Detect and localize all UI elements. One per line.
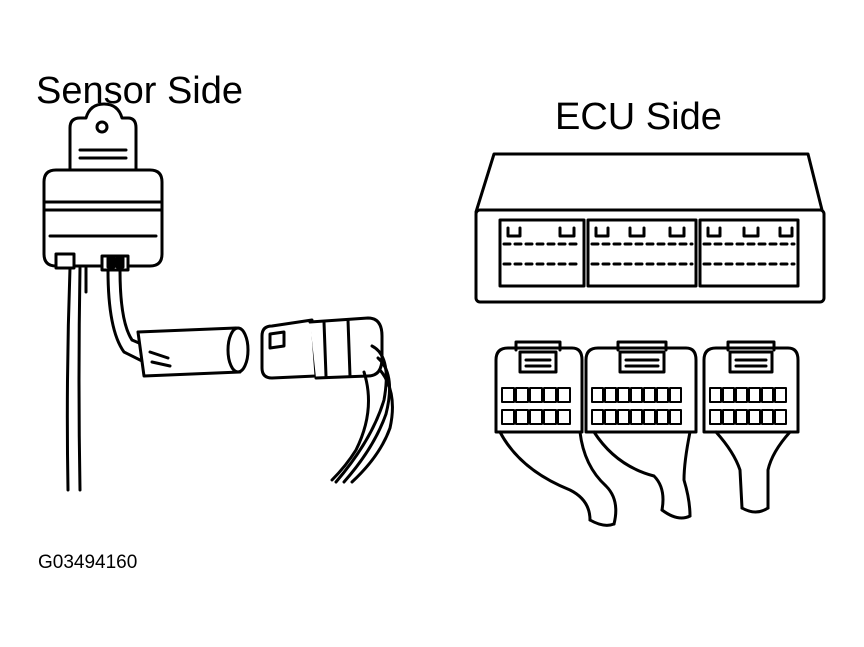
- sensor-plug: [136, 326, 250, 378]
- figure-code-label: G03494160: [38, 552, 138, 573]
- ecu-unit: [474, 152, 826, 304]
- ecu-harness-connector-2: [584, 340, 698, 520]
- ecu-harness-connector-1: [494, 340, 618, 527]
- sensor-assembly: [42, 102, 164, 492]
- sensor-side-label: Sensor Side: [36, 70, 244, 112]
- ecu-side-label: ECU Side: [555, 96, 722, 138]
- ecu-harness-connector-3: [702, 340, 800, 514]
- sensor-harness-connector: [260, 316, 394, 484]
